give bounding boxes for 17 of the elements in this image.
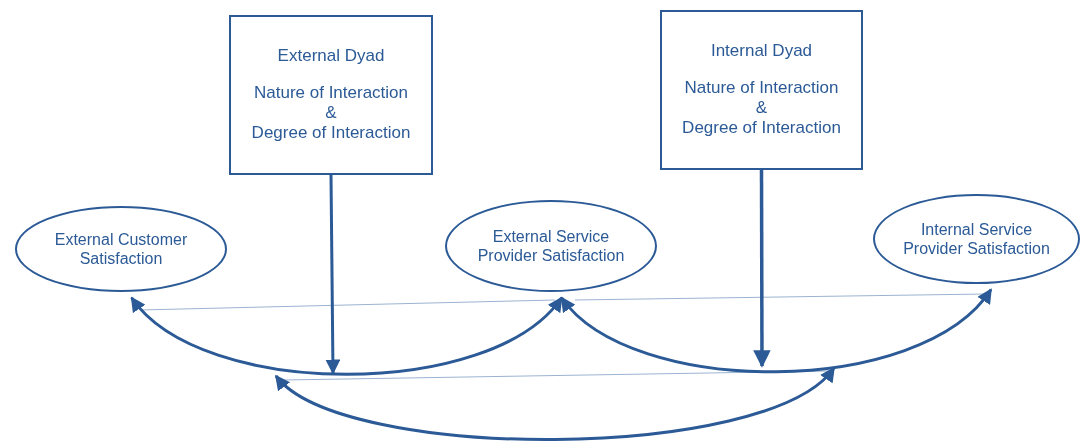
arrow xyxy=(130,296,563,376)
node-text: External Dyad xyxy=(277,46,385,67)
process-box xyxy=(660,10,863,170)
arrow xyxy=(560,288,993,374)
node-text: Nature of Interaction xyxy=(684,77,839,98)
node-text: Nature of Interaction xyxy=(254,82,408,103)
node-text: & xyxy=(755,98,768,119)
node-text: Internal Dyad xyxy=(710,41,813,62)
node-text: External Service Provider Satisfaction xyxy=(476,226,626,266)
node-text: Internal Service Provider Satisfaction xyxy=(902,219,1051,259)
arrow xyxy=(325,175,341,375)
node-text: Degree of Interaction xyxy=(251,123,411,144)
node-text: & xyxy=(325,103,337,124)
node-text: External Customer Satisfaction xyxy=(53,229,189,269)
node-text: Degree of Interaction xyxy=(682,118,841,139)
process-box xyxy=(229,15,433,175)
arrow xyxy=(753,170,771,368)
